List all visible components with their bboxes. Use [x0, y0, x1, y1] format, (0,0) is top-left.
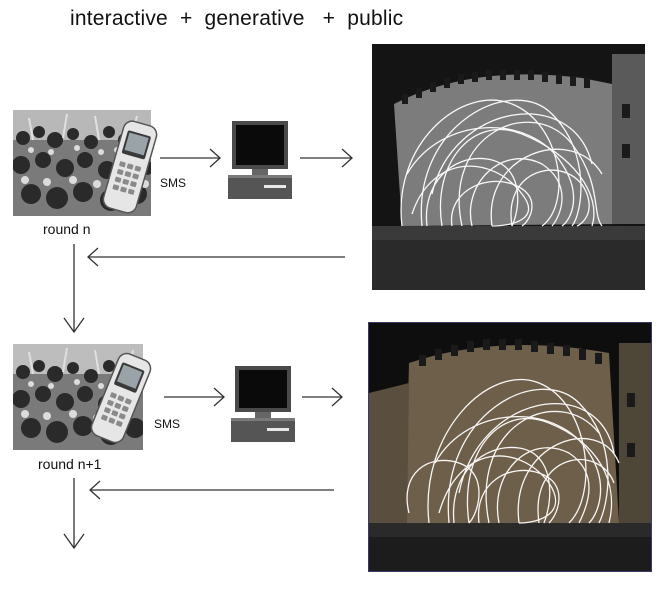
- arrow-computer-to-output-round-1: [300, 148, 353, 168]
- arrow-feedback-round-1: [87, 247, 345, 267]
- crowd-photo-round-n-plus-1: [13, 344, 143, 450]
- computer-icon-round-n: [228, 121, 292, 199]
- round-label-round-n: round n: [43, 221, 91, 237]
- round-label-round-n-plus-1: round n+1: [38, 456, 102, 472]
- arrow-feedback-round-2: [89, 480, 334, 500]
- arrow-down-round-2: [63, 478, 85, 550]
- mobile-phone-icon-round-n-plus-1: [90, 352, 152, 444]
- output-photo-frame-round-n-plus-1: [368, 322, 652, 572]
- diagram-heading: interactive + generative + public: [70, 7, 404, 30]
- arrow-sms-to-computer-round-2: [164, 387, 225, 407]
- arrow-computer-to-output-round-2: [302, 387, 343, 407]
- arrow-sms-to-computer-round-1: [160, 148, 221, 168]
- arrow-down-round-1: [63, 244, 85, 334]
- castle-light-projection-photo-round-n: [372, 44, 645, 290]
- castle-light-projection-photo-round-n-plus-1: [369, 323, 651, 571]
- sms-label-round-n: SMS: [160, 176, 187, 190]
- computer-icon-round-n-plus-1: [231, 366, 295, 442]
- mobile-phone-icon-round-n: [102, 120, 158, 214]
- sms-label-round-n-plus-1: SMS: [154, 417, 181, 431]
